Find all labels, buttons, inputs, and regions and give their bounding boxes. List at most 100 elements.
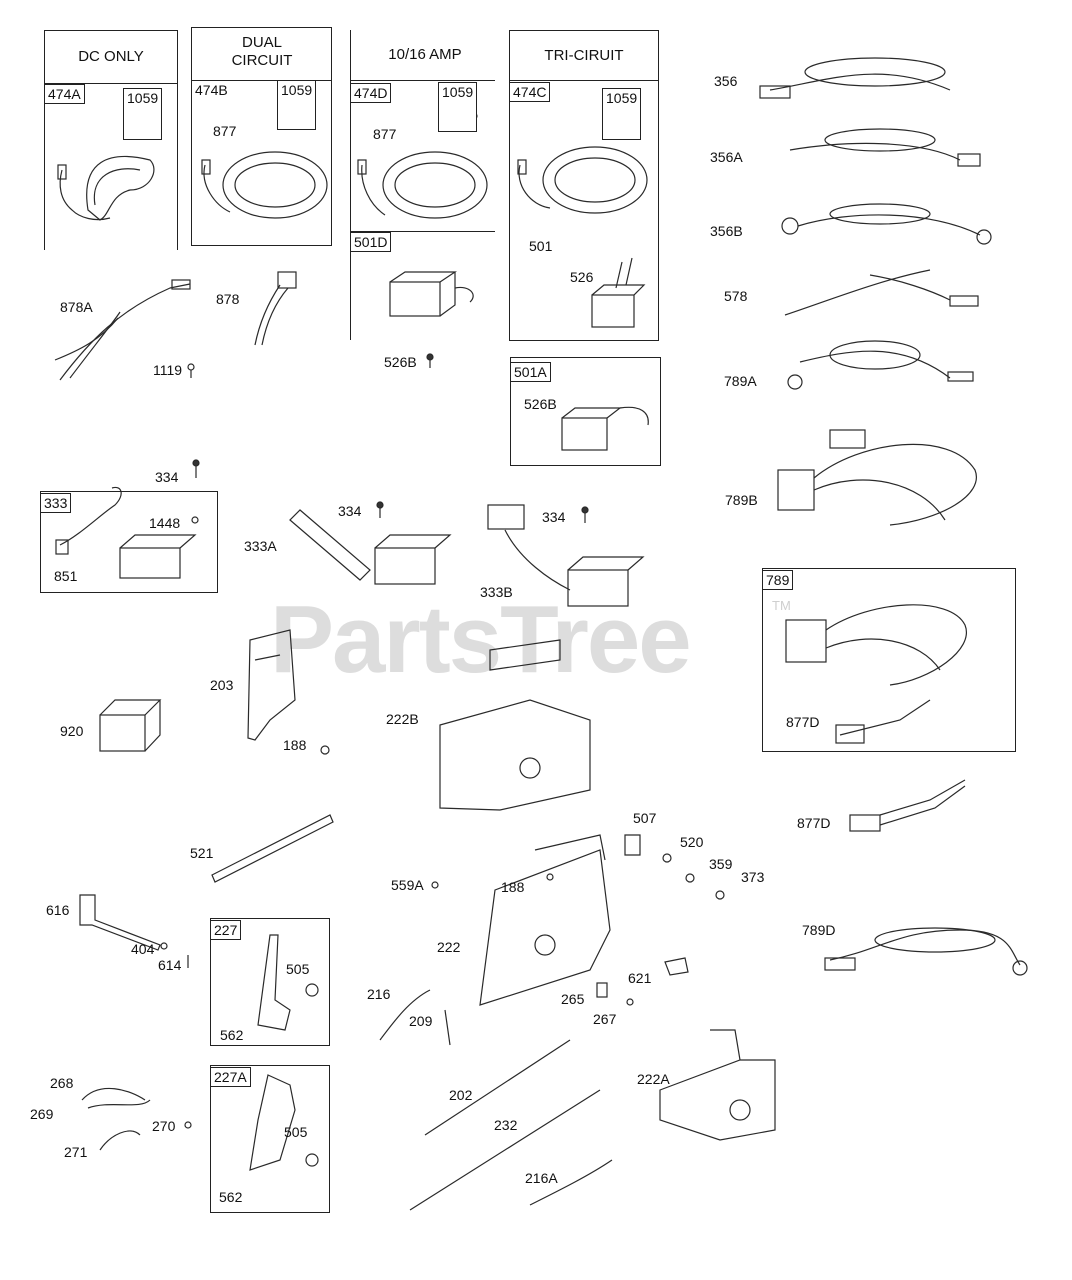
- label-334-c: 334: [542, 509, 566, 525]
- label-578: 578: [724, 288, 748, 304]
- label-356: 356: [714, 73, 738, 89]
- rod-521-illustration: [211, 814, 334, 883]
- tag-1059-a: 1059: [123, 88, 163, 140]
- panel-227: [210, 918, 330, 1046]
- label-404: 404: [131, 941, 155, 957]
- label-526: 526: [570, 269, 594, 285]
- tag-474c: 474C: [509, 82, 551, 102]
- label-333b: 333B: [480, 584, 513, 600]
- label-878a: 878A: [60, 299, 93, 315]
- tag-227a: 227A: [210, 1067, 251, 1087]
- tag-474b: 474B: [192, 81, 231, 99]
- label-188-b: 188: [501, 879, 525, 895]
- label-265: 265: [561, 991, 585, 1007]
- lever-227a-illustration: [249, 1074, 319, 1171]
- label-877-b: 877: [373, 126, 397, 142]
- label-333a: 333A: [244, 538, 277, 554]
- label-203: 203: [210, 677, 234, 693]
- connector-878-illustration: [254, 271, 297, 346]
- stator-474c-illustration: [517, 146, 648, 214]
- label-359: 359: [709, 856, 733, 872]
- panel-789: [762, 568, 1016, 752]
- regulator-501d-illustration: [389, 271, 474, 317]
- label-877d-b: 877D: [797, 815, 831, 831]
- label-334-a: 334: [155, 469, 179, 485]
- label-526b-b: 526B: [524, 396, 557, 412]
- label-507: 507: [633, 810, 657, 826]
- label-521: 521: [190, 845, 214, 861]
- label-1448: 1448: [149, 515, 181, 531]
- tag-501d: 501D: [350, 232, 392, 252]
- label-789a: 789A: [724, 373, 757, 389]
- label-520: 520: [680, 834, 704, 850]
- panel-333: [40, 491, 218, 593]
- watermark-brand: PartsTree: [270, 586, 692, 693]
- label-216a: 216A: [525, 1170, 558, 1186]
- label-505-a: 505: [286, 961, 310, 977]
- bracket-222b-illustration: [439, 639, 591, 811]
- label-270: 270: [152, 1118, 176, 1134]
- tag-474d: 474D: [350, 83, 392, 103]
- wire-356b-illustration: [781, 203, 992, 245]
- header-dual-circuit: DUAL CIRCUIT: [231, 34, 293, 69]
- label-232: 232: [494, 1117, 518, 1133]
- label-851: 851: [54, 568, 78, 584]
- label-878: 878: [216, 291, 240, 307]
- harness-789-illustration: [785, 604, 967, 744]
- regulator-501a-illustration: [561, 406, 649, 451]
- label-202: 202: [449, 1087, 473, 1103]
- label-356a: 356A: [710, 149, 743, 165]
- label-621: 621: [628, 970, 652, 986]
- label-526b-a: 526B: [384, 354, 417, 370]
- coil-333b-illustration: [487, 504, 645, 607]
- label-559a: 559A: [391, 877, 424, 893]
- linkage-616-illustration: [79, 894, 161, 951]
- tag-333: 333: [40, 493, 72, 513]
- panel-tri-circuit: [509, 30, 659, 341]
- panel-dual-circuit: [191, 27, 332, 246]
- stator-474d-illustration: [357, 151, 488, 219]
- harness-789b-illustration: [777, 429, 977, 526]
- label-373: 373: [741, 869, 765, 885]
- label-616: 616: [46, 902, 70, 918]
- label-614: 614: [158, 957, 182, 973]
- label-877d-a: 877D: [786, 714, 820, 730]
- stator-474b-illustration: [201, 151, 328, 219]
- solenoid-920-illustration: [99, 699, 162, 752]
- header-tri-circuit: TRI-CIRUIT: [544, 47, 624, 64]
- tag-1059-c: 1059: [438, 82, 478, 132]
- panel-227a: [210, 1065, 330, 1213]
- label-562-a: 562: [220, 1027, 244, 1043]
- label-789d: 789D: [802, 922, 836, 938]
- watermark-tm: TM: [772, 598, 791, 613]
- label-505-b: 505: [284, 1124, 308, 1140]
- tag-1059-b: 1059: [277, 80, 317, 130]
- label-188-a: 188: [283, 737, 307, 753]
- tag-1059-d: 1059: [602, 88, 642, 140]
- label-271: 271: [64, 1144, 88, 1160]
- label-1119: 1119: [153, 362, 183, 378]
- regulator-501-illustration: [591, 257, 646, 328]
- panel-501a: [510, 357, 661, 466]
- wire-578-illustration: [784, 269, 979, 316]
- label-222: 222: [437, 939, 461, 955]
- wire-356-illustration: [759, 57, 951, 99]
- cable-268-illustration: [81, 1087, 151, 1151]
- tag-474a: 474A: [44, 84, 85, 104]
- coil-333a-illustration: [289, 509, 452, 585]
- tag-501a: 501A: [510, 362, 551, 382]
- lever-227-illustration: [257, 934, 319, 1031]
- harness-877d-illustration: [849, 779, 966, 832]
- label-562-b: 562: [219, 1189, 243, 1205]
- label-222a: 222A: [637, 1071, 670, 1087]
- label-268: 268: [50, 1075, 74, 1091]
- label-269: 269: [30, 1106, 54, 1122]
- wire-789d-illustration: [824, 927, 1028, 976]
- label-222b: 222B: [386, 711, 419, 727]
- bracket-203-illustration: [247, 629, 296, 741]
- label-789b: 789B: [725, 492, 758, 508]
- stator-474a-illustration: [57, 155, 155, 221]
- tag-789: 789: [762, 570, 794, 590]
